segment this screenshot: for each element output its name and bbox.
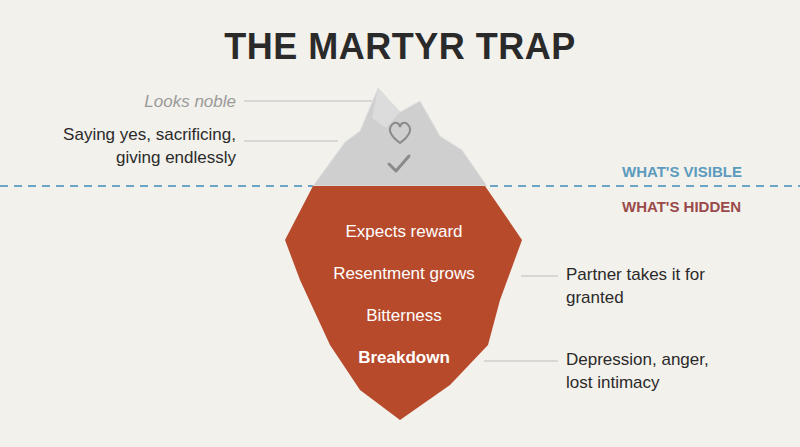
- leader-line: [484, 361, 558, 362]
- iceberg-hidden-part: Expects rewardResentment growsBitterness…: [285, 186, 523, 422]
- annotation: Saying yes, sacrificing, giving endlessl…: [26, 124, 236, 170]
- stage-text: Expects reward: [285, 222, 523, 242]
- iceberg-shape: [285, 186, 523, 422]
- stage-text: Bitterness: [285, 306, 523, 326]
- stage-text: Resentment grows: [285, 264, 523, 284]
- check-icon: [389, 156, 409, 171]
- annotation: Partner takes it for granted: [566, 264, 726, 310]
- stage-text: Breakdown: [285, 348, 523, 368]
- iceberg-body: [285, 186, 522, 420]
- title: THE MARTYR TRAP: [0, 26, 800, 68]
- leader-line: [521, 276, 558, 277]
- zone-label: WHAT'S HIDDEN: [622, 197, 792, 217]
- annotation: Looks noble: [36, 91, 236, 114]
- zone-label: WHAT'S VISIBLE: [622, 162, 792, 182]
- heart-icon: [390, 123, 410, 143]
- iceberg-tip: [313, 88, 487, 186]
- leader-line: [244, 141, 338, 142]
- annotation: Depression, anger, lost intimacy: [566, 349, 736, 395]
- leader-line: [244, 101, 372, 102]
